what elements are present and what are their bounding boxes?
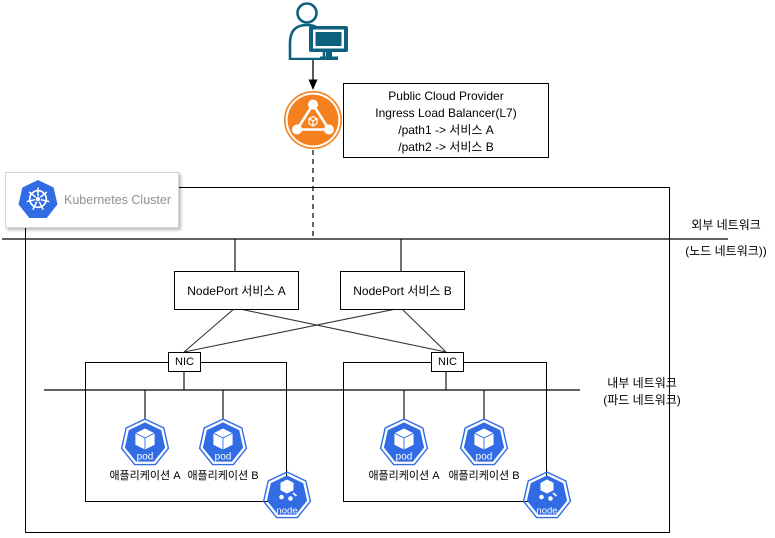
user-workstation-icon: [288, 2, 348, 60]
user-to-lb-arrow: [308, 60, 318, 90]
app-label: 애플리케이션 B: [187, 470, 259, 482]
pod-cube-glyph: [393, 427, 415, 451]
kubernetes-cluster-label: Kubernetes Cluster: [64, 193, 172, 207]
node-dolly-glyph: [279, 479, 298, 501]
lb-info-line: Ingress Load Balancer(L7): [375, 106, 517, 120]
pod-icon: pod: [459, 418, 509, 466]
nic-to-internal-network-connectors: [183, 370, 447, 390]
lb-info-line: /path1 -> 서비스 A: [398, 123, 494, 137]
network-to-nodeport-connectors: [234, 239, 402, 271]
nic-label: NIC: [438, 356, 457, 368]
cloud-load-balancer-icon: [283, 90, 343, 150]
pod-cube-glyph: [212, 427, 234, 451]
node-icon: node: [262, 471, 312, 519]
kubernetes-cluster-label-card: Kubernetes Cluster: [5, 172, 179, 228]
lb-info-line: Public Cloud Provider: [388, 89, 504, 103]
svg-text:node: node: [536, 506, 557, 517]
svg-text:pod: pod: [476, 452, 493, 463]
svg-text:node: node: [276, 506, 297, 517]
app-label: 애플리케이션 B: [448, 470, 520, 482]
node-icon: node: [522, 471, 572, 519]
nodeport-to-nic-cross-connectors: [183, 307, 447, 353]
load-balancer-info-box: Public Cloud Provider Ingress Load Balan…: [343, 83, 549, 158]
node-dolly-glyph: [539, 479, 558, 501]
pod-icon: pod: [379, 418, 429, 466]
nic-box-left: NIC: [168, 352, 201, 372]
nodeport-service-b-label: NodePort 서비스 B: [353, 284, 452, 298]
nodeport-service-b-box: NodePort 서비스 B: [340, 271, 465, 310]
svg-text:pod: pod: [396, 452, 413, 463]
pod-cube-glyph: [473, 427, 495, 451]
nodeport-service-a-label: NodePort 서비스 A: [187, 284, 286, 298]
kubernetes-cluster-boundary: [25, 187, 670, 533]
app-label: 애플리케이션 A: [109, 470, 181, 482]
cube-glyph: [307, 115, 319, 127]
nic-box-right: NIC: [431, 352, 464, 372]
kubernetes-logo-icon: [18, 180, 58, 218]
arrowhead-icon: [308, 79, 318, 90]
app-label: 애플리케이션 A: [368, 470, 440, 482]
internal-network-label: 내부 네트워크 (파드 네트워크): [603, 376, 681, 407]
external-network-label: 외부 네트워크 (노드 네트워크)): [685, 218, 767, 258]
svg-text:pod: pod: [137, 452, 154, 463]
pod-cube-glyph: [134, 427, 156, 451]
nic-label: NIC: [175, 356, 194, 368]
nodeport-service-a-box: NodePort 서비스 A: [174, 271, 299, 310]
lb-info-line: /path2 -> 서비스 B: [398, 140, 494, 154]
pod-icon: pod: [198, 418, 248, 466]
pod-icon: pod: [120, 418, 170, 466]
internal-network-to-pod-connectors: [144, 390, 485, 420]
svg-text:pod: pod: [215, 452, 232, 463]
